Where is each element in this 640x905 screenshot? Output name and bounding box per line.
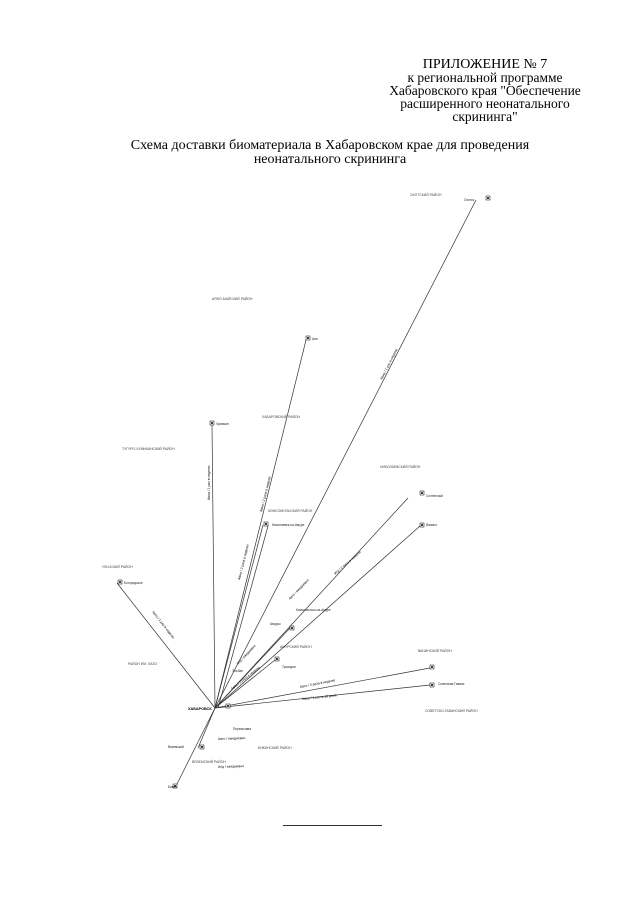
settlement-label-bikin: Бикин — [168, 785, 177, 789]
scheme-title: Схема доставки биоматериала в Хабаровско… — [100, 139, 560, 167]
settlement-label-elban: Эльбан — [232, 669, 243, 673]
route-line-vanino — [214, 525, 421, 709]
route-line-okhotsk — [214, 199, 477, 709]
settlement-label-nikolaevsk: Николаевск-на-Амуре — [272, 523, 305, 527]
route-line-nikolaevsk — [214, 524, 264, 709]
marker-dots — [119, 197, 489, 787]
district-label-komsomolsk: КОМСОМОЛЬСКИЙ РАЙОН — [268, 509, 313, 513]
route-label-vanino: Ж/д / 2 раза в неделю — [333, 550, 362, 576]
route-label-ulch: Авто / 1 раз в неделю — [151, 610, 175, 640]
marker-dot — [265, 523, 267, 525]
marker-dot — [421, 524, 423, 526]
district-label-okhotsk: ОХОТСКИЙ РАЙОН — [410, 193, 442, 197]
marker-dot — [421, 492, 423, 494]
settlement-label-bogorodskoe: Богородское — [124, 581, 143, 585]
marker-dot — [227, 705, 229, 707]
district-label-ayan: АЯНО-МАЙСКИЙ РАЙОН — [212, 297, 253, 301]
footer-rule — [283, 825, 382, 826]
route-line-komsomolsk — [214, 627, 291, 709]
settlement-label-sovgavan: Советская Гавань — [438, 682, 465, 686]
route-label-vyazemsky: Ж/д / ежедневно — [218, 764, 244, 769]
settlement-label-pereyaslavka: Переяслава — [233, 727, 251, 731]
district-label-vanino: ВАНИНСКИЙ РАЙОН — [418, 649, 452, 653]
marker-dot — [119, 581, 121, 583]
settlement-label-vanino: Ванино — [426, 523, 437, 527]
route-line-sovgavan — [214, 497, 409, 709]
settlement-label-solnechny: Солнечный — [426, 494, 443, 498]
route-label-south: Авто / ежедневно — [218, 736, 246, 741]
appendix-line-4: расширенного неонатального — [400, 96, 570, 111]
route-lines — [116, 199, 477, 787]
marker-dot — [487, 197, 489, 199]
route-line-bikin — [214, 667, 431, 709]
scheme-title-line-1: Схема доставки биоматериала в Хабаровско… — [130, 138, 530, 153]
route-label-chumikan: Авиа / 1 раз в неделю — [207, 465, 211, 500]
route-label-solnechny: Авиа / 1 раз в 10 дней — [302, 693, 337, 701]
appendix-line-2: к региональной программе — [407, 70, 563, 85]
district-label-bikin: БИКИНСКИЙ РАЙОН — [258, 746, 292, 750]
appendix-line-5: скрининга" — [452, 109, 518, 124]
route-line-chumikan — [211, 424, 216, 709]
marker-dot — [174, 785, 176, 787]
route-line-ayan — [214, 339, 307, 709]
route-line-south — [175, 707, 216, 787]
route-line-bogorodskoe — [217, 525, 269, 709]
settlement-label-amursk: Амурск — [270, 622, 281, 626]
settlement-label-komsomolsk: Комсомольск-на-Амуре — [296, 608, 331, 612]
marker-dot — [307, 337, 309, 339]
district-label-khabarovsky: ХАБАРОВСКИЙ РАЙОН — [262, 415, 301, 419]
route-label-sovgavan: Авто / ежедневно — [288, 578, 310, 601]
district-label-tuguro: ТУГУРО-ЧУМИКАНСКИЙ РАЙОН — [122, 447, 175, 451]
marker-dot — [431, 666, 433, 668]
district-label-ulch: УЛЬЧСКИЙ РАЙОН — [102, 565, 133, 569]
district-label-nikolaevsk: НИКОЛАЕВСКИЙ РАЙОН — [380, 465, 421, 469]
route-line-amursk — [214, 659, 276, 709]
route-label-ayan: Авиа / 2 раза в неделю — [259, 476, 272, 513]
settlement-label-chumikan: Чумикан — [216, 422, 229, 426]
district-label-vyazemsky: ВЯЗЕМСКИЙ РАЙОН — [192, 760, 226, 764]
route-line-solnechny — [214, 684, 431, 709]
route-line-sw — [197, 707, 216, 749]
scheme-title-line-2: неонатального скрининга — [253, 152, 407, 167]
settlement-label-vyazemsky: Вяземский — [168, 745, 184, 749]
marker-dot — [431, 684, 433, 686]
hub-label: ХАБАРОВСК — [188, 707, 212, 711]
district-label-lazo: РАЙОН ИМ. ЛАЗО — [128, 662, 157, 666]
appendix-number: ПРИЛОЖЕНИЕ № 7 — [422, 57, 548, 72]
district-label-amursk: АМУРСКИЙ РАЙОН — [280, 645, 312, 649]
marker-dot — [211, 422, 213, 424]
settlement-label-ayan: Аян — [312, 337, 318, 341]
appendix-header: ПРИЛОЖЕНИЕ № 7 к региональной программе … — [360, 57, 610, 124]
district-label-sovgavan: СОВЕТСКО-ГАВАНСКИЙ РАЙОН — [425, 709, 478, 713]
route-line-okhotsk-2 — [116, 582, 216, 709]
marker-dot — [276, 658, 278, 660]
settlement-label-troitskoe: Троицкое — [282, 665, 296, 669]
marker-dot — [291, 627, 293, 629]
marker-dot — [201, 746, 203, 748]
appendix-line-3: Хабаровского края "Обеспечение — [389, 83, 581, 98]
route-label-bikin: Авто / 3 раза в неделю — [299, 678, 335, 689]
settlement-label-okhotsk: Охотск — [464, 198, 475, 202]
route-label-okhotsk: Авиа / 1 раз в неделю — [379, 348, 398, 381]
